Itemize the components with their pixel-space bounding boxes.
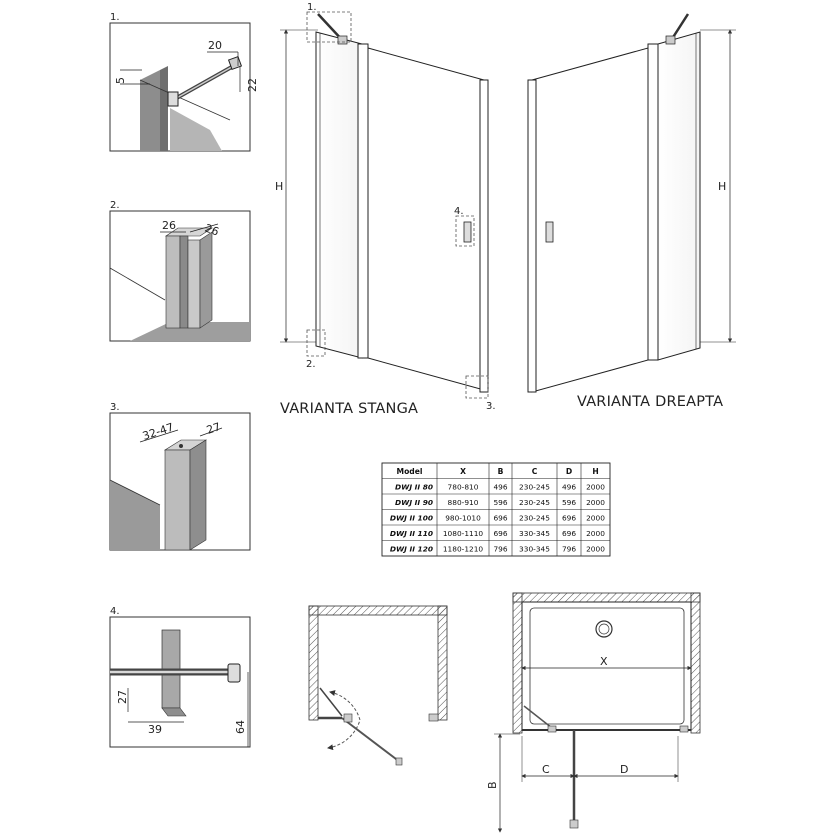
- detail-2-profile-right: [187, 239, 201, 329]
- plan-c-label: C: [542, 763, 550, 776]
- detail-1-number: 1.: [110, 12, 120, 23]
- right-door-handle: [545, 221, 554, 243]
- spec-table-header-model: Model: [397, 467, 423, 476]
- plan-x-label: X: [600, 655, 608, 668]
- left-hinge-profile: [357, 43, 369, 359]
- plan-swing-arc: [327, 690, 361, 751]
- spec-table-cell: 230-245: [519, 514, 550, 523]
- detail-4-dim-39: 39: [148, 723, 162, 736]
- spec-table-cell: 796: [493, 545, 507, 554]
- detail-2-number: 2.: [110, 200, 120, 211]
- detail-2-dim-26a: 26: [162, 219, 176, 232]
- spec-table-cell: 696: [493, 529, 507, 538]
- spec-table-header-h: H: [592, 467, 598, 476]
- detail-4: 4. 27 39 64: [109, 606, 251, 748]
- callout-box-1: [306, 11, 352, 43]
- spec-table-cell: 596: [562, 498, 576, 507]
- left-height-label: H: [275, 180, 283, 193]
- detail-3-profile: [164, 449, 191, 551]
- plan-swing: [308, 605, 448, 766]
- detail-1-dim-20: 20: [208, 39, 222, 52]
- spec-table-cell: 980-1010: [445, 514, 481, 523]
- spec-table-cell: 780-810: [448, 483, 479, 492]
- detail-2: 2. 26 26: [109, 200, 251, 342]
- plan-tray: X B C D: [486, 592, 701, 833]
- detail-1-dim-5: 5: [114, 77, 127, 84]
- spec-table-cell: 596: [493, 498, 507, 507]
- detail-4-dim-64: 64: [234, 720, 247, 734]
- spec-table-cell: 880-910: [448, 498, 479, 507]
- right-door-panel: [531, 47, 649, 393]
- right-fixed-panel: [657, 31, 701, 361]
- spec-table-cell: 230-245: [519, 498, 550, 507]
- spec-table-cell: 2000: [586, 529, 605, 538]
- spec-table-cell: 1180-1210: [443, 545, 484, 554]
- right-hinge-profile: [647, 43, 659, 361]
- spec-table-header-d: D: [566, 467, 572, 476]
- plan-d-label: D: [620, 763, 628, 776]
- spec-table-cell: 696: [562, 529, 576, 538]
- callout-box-3: [465, 375, 489, 399]
- right-height-label: H: [718, 180, 726, 193]
- detail-1-dim-22: 22: [246, 78, 259, 92]
- plan-drain: [595, 620, 613, 638]
- detail-4-number: 4.: [110, 606, 120, 617]
- callout-box-2: [306, 329, 326, 357]
- right-variant-caption: VARIANTA DREAPTA: [577, 394, 723, 410]
- detail-4-handle-end: [227, 663, 241, 683]
- spec-table-cell: 1080-1110: [443, 529, 484, 538]
- spec-table-cell: 230-245: [519, 483, 550, 492]
- detail-1: 1. 20 5 22: [109, 12, 259, 152]
- callout-2-label: 2.: [306, 359, 316, 370]
- spec-table-cell: 2000: [586, 514, 605, 523]
- spec-table-model-cell: DWJ II 110: [390, 529, 433, 538]
- detail-1-clamp: [167, 91, 179, 107]
- plan-b-label: B: [486, 781, 499, 789]
- spec-table-cell: 696: [493, 514, 507, 523]
- spec-table-header-x: X: [460, 467, 466, 476]
- left-door-panel: [367, 47, 485, 391]
- spec-table: Model X B C D H DWJ II 80 780-810 496 230-245 496 2…: [381, 462, 611, 557]
- spec-table-cell: 496: [562, 483, 576, 492]
- spec-table-cell: 696: [562, 514, 576, 523]
- spec-table-cell: 496: [493, 483, 507, 492]
- detail-1-wall: [140, 70, 160, 151]
- spec-table-header-b: B: [498, 467, 504, 476]
- spec-table-cell: 2000: [586, 483, 605, 492]
- spec-table-header-c: C: [532, 467, 538, 476]
- detail-4-dim-27: 27: [116, 690, 129, 704]
- callout-3-label: 3.: [486, 401, 496, 412]
- callout-box-4: [455, 215, 475, 247]
- spec-table-cell: 796: [562, 545, 576, 554]
- spec-table-model-cell: DWJ II 120: [390, 545, 433, 554]
- detail-3-number: 3.: [110, 402, 120, 413]
- spec-table-model-cell: DWJ II 90: [395, 498, 433, 507]
- spec-table-model-cell: DWJ II 80: [395, 483, 433, 492]
- left-door-handle: [463, 221, 472, 243]
- spec-table-cell: 330-345: [519, 545, 550, 554]
- detail-2-profile-left: [165, 235, 181, 329]
- spec-table-model-cell: DWJ II 100: [390, 514, 433, 523]
- spec-table-cell: 330-345: [519, 529, 550, 538]
- spec-table-cell: 2000: [586, 498, 605, 507]
- callout-4-label: 4.: [454, 206, 464, 217]
- right-elevation: H VARIANTA DREAPTA: [527, 13, 736, 410]
- left-fixed-panel: [315, 31, 363, 359]
- spec-table-cell: 2000: [586, 545, 605, 554]
- callout-1-label: 1.: [307, 2, 317, 13]
- plan-door-open: [341, 717, 401, 763]
- detail-3: 3. 32-47 27: [109, 402, 251, 551]
- left-elevation: H 1. 2. 3. 4. VARIANTA STANGA: [275, 2, 496, 417]
- left-variant-caption: VARIANTA STANGA: [280, 401, 418, 417]
- detail-3-dim-27: 27: [205, 420, 222, 437]
- detail-2-dim-26b: 26: [203, 222, 221, 239]
